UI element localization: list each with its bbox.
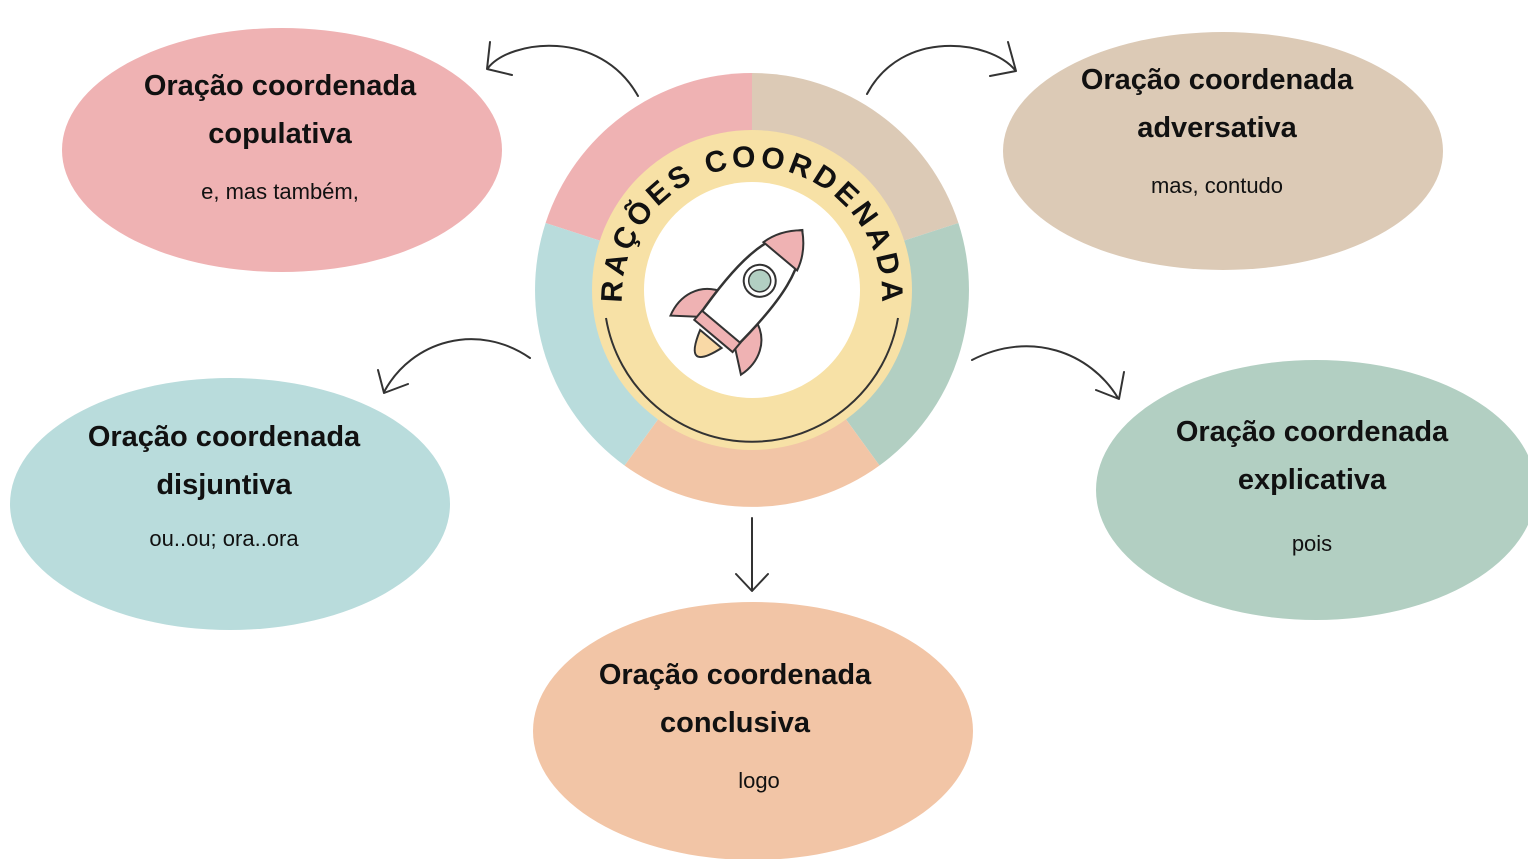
- bubble-copulativa-title: Oração coordenada: [143, 70, 417, 102]
- arrow-to-conclusiva: [735, 517, 769, 592]
- bubble-disjuntiva-shape: [10, 378, 450, 630]
- bubble-copulativa-examples: e, mas também,: [201, 179, 359, 204]
- bubble-explicativa-subtitle: explicativa: [1237, 464, 1387, 496]
- bubble-disjuntiva-title: Oração coordenada: [87, 421, 361, 453]
- bubble-conclusiva-shape: [533, 602, 973, 859]
- bubble-disjuntiva: Oração coordenada disjuntiva ou..ou; ora…: [24, 413, 424, 553]
- center-decor-arc: [605, 317, 899, 443]
- bubble-adversativa-shape: [1003, 32, 1443, 270]
- bubble-explicativa-shape: [1096, 360, 1528, 620]
- bubble-conclusiva-subtitle: conclusiva: [660, 707, 810, 739]
- bubble-disjuntiva-examples: ou..ou; ora..ora: [149, 526, 299, 551]
- bubble-copulativa-shape: [62, 28, 502, 272]
- rocket-icon: [668, 228, 805, 377]
- arrow-to-explicativa: [971, 345, 1125, 400]
- bubble-conclusiva: Oração coordenada conclusiva logo: [535, 651, 935, 795]
- bubble-disjuntiva-subtitle: disjuntiva: [156, 469, 292, 501]
- arrow-to-adversativa: [866, 41, 1017, 95]
- bubble-adversativa-subtitle: adversativa: [1137, 112, 1297, 144]
- bubble-explicativa: Oração coordenada explicativa pois: [1112, 408, 1512, 558]
- bubble-adversativa-examples: mas, contudo: [1150, 173, 1284, 198]
- bubble-adversativa: Oração coordenada adversativa mas, contu…: [1017, 56, 1417, 200]
- bubble-explicativa-title: Oração coordenada: [1175, 416, 1449, 448]
- bubble-conclusiva-title: Oração coordenada: [598, 659, 872, 691]
- bubble-copulativa-subtitle: copulativa: [208, 118, 352, 150]
- arrow-to-disjuntiva: [377, 338, 531, 394]
- arrow-to-copulativa: [486, 41, 639, 97]
- bubble-adversativa-title: Oração coordenada: [1080, 64, 1354, 96]
- bubble-explicativa-examples: pois: [1291, 531, 1333, 556]
- bubble-copulativa: Oração coordenada copulativa e, mas tamb…: [80, 62, 480, 206]
- bubble-conclusiva-examples: logo: [738, 768, 780, 793]
